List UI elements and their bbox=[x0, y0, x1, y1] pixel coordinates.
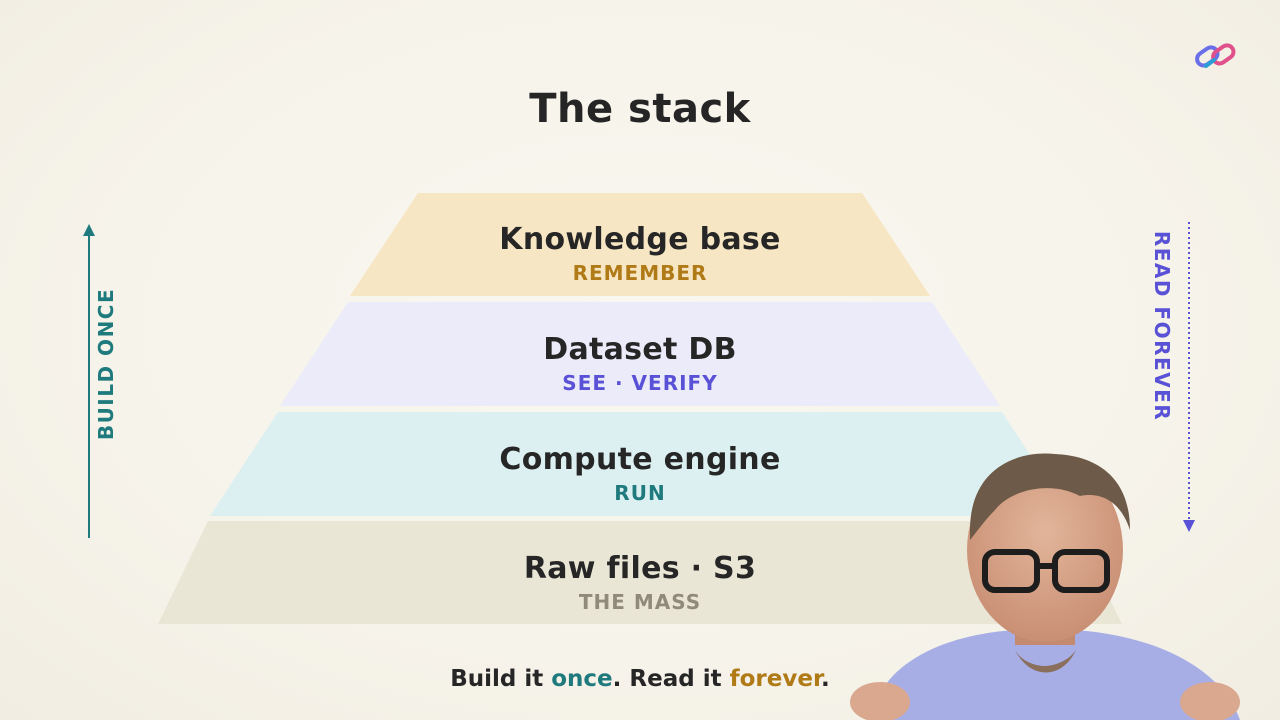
caption-emphasis-once: once bbox=[551, 666, 613, 692]
layer-knowledge-base-shape bbox=[350, 193, 930, 296]
layer-dataset-db-shape bbox=[280, 302, 1000, 406]
slide-title: The stack bbox=[529, 86, 751, 132]
layer-raw-files: Raw files · S3 THE MASS bbox=[390, 551, 890, 614]
layer-name: Raw files · S3 bbox=[523, 551, 757, 586]
read-forever-label: READ FOREVER bbox=[1150, 230, 1174, 422]
layer-compute-engine: Compute engine RUN bbox=[390, 442, 890, 505]
caption-text: Build it bbox=[450, 666, 552, 692]
layer-name: Compute engine bbox=[499, 442, 781, 477]
presenter-webcam-icon bbox=[850, 453, 1240, 720]
layer-raw-files-shape bbox=[158, 521, 1122, 624]
layer-tag: THE MASS bbox=[578, 590, 702, 614]
layer-dataset-db: Dataset DB SEE · VERIFY bbox=[390, 332, 890, 395]
layer-tag: RUN bbox=[614, 481, 666, 505]
layer-compute-engine-shape bbox=[210, 412, 1070, 516]
read-forever-arrow-icon bbox=[1183, 222, 1195, 532]
build-once-arrow-icon bbox=[83, 224, 95, 538]
layer-tag: SEE · VERIFY bbox=[562, 371, 718, 395]
caption-emphasis-forever: forever bbox=[729, 666, 822, 692]
layer-name: Dataset DB bbox=[543, 332, 737, 367]
layer-tag: REMEMBER bbox=[572, 261, 708, 285]
layer-knowledge-base: Knowledge base REMEMBER bbox=[390, 222, 890, 285]
slide-caption: Build it once. Read it forever. bbox=[0, 666, 1280, 692]
caption-text: . bbox=[821, 666, 830, 692]
build-once-label: BUILD ONCE bbox=[94, 287, 118, 441]
caption-text: . Read it bbox=[612, 666, 730, 692]
layer-name: Knowledge base bbox=[499, 222, 781, 257]
chain-link-icon bbox=[1195, 43, 1236, 68]
